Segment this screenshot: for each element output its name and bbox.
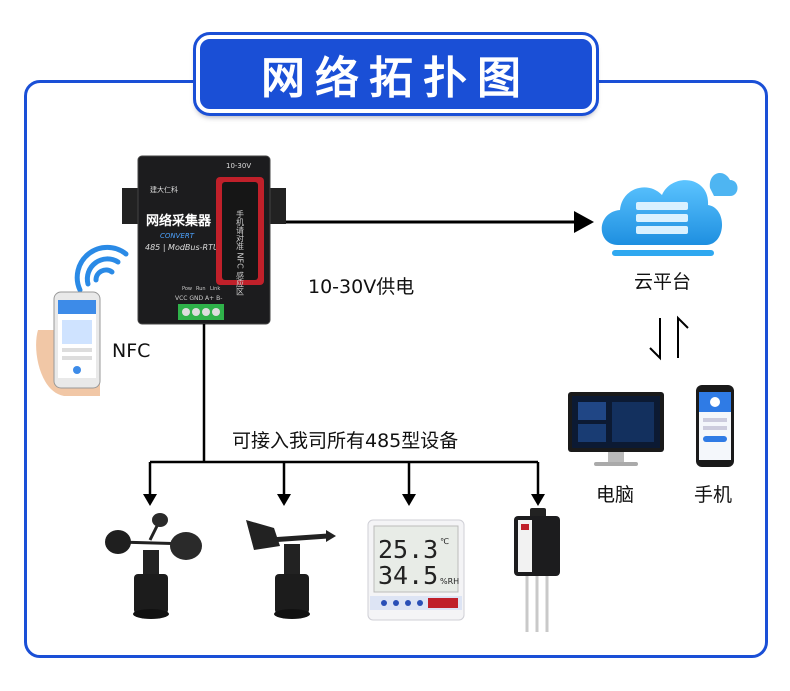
- phone-icon: [696, 385, 734, 467]
- power-label: 10-30V供电: [308, 276, 415, 298]
- bus-label: 可接入我司所有485型设备: [232, 430, 459, 452]
- mount-ear-right: [270, 188, 286, 224]
- phone-label: 手机: [694, 484, 733, 506]
- anemometer-icon: [105, 513, 202, 619]
- bus-arrow-1: [143, 494, 157, 506]
- soil-sensor-icon: [514, 508, 560, 632]
- gateway-terminal-labels: VCC GND A+ B-: [175, 295, 222, 302]
- bus-arrow-4: [531, 494, 545, 506]
- gateway-device: 建大仁科 10-30V 网络采集器 CONVERT 485 | ModBus-R…: [122, 155, 286, 325]
- gateway-sub1: CONVERT: [160, 232, 195, 240]
- cloud-label: 云平台: [634, 271, 692, 293]
- gateway-sub2: 485 | ModBus-RTU: [145, 243, 219, 252]
- gateway-power-mark: 10-30V: [226, 162, 251, 170]
- terminal-block: [178, 304, 224, 320]
- up-arrow: [677, 315, 689, 358]
- nfc-label: NFC: [112, 340, 151, 362]
- gateway-led-link: Link: [210, 286, 220, 292]
- gateway-brand: 建大仁科: [150, 185, 178, 194]
- power-arrow-head: [574, 211, 594, 233]
- humidity-unit: %RH: [440, 577, 459, 586]
- nfc-zone-inner: [222, 182, 258, 280]
- bus-arrow-2: [277, 494, 291, 506]
- cloud-icon: [601, 173, 738, 256]
- hand-phone-icon: [36, 291, 101, 396]
- gateway-led-run: Run: [196, 286, 206, 292]
- nfc-waves-icon: [74, 244, 129, 293]
- gateway-name: 网络采集器: [146, 213, 212, 229]
- gateway-led-pow: Pow: [182, 286, 192, 292]
- bus-arrow-3: [402, 494, 416, 506]
- wind-vane-icon: [246, 520, 336, 619]
- humidity-reading: 34.5: [378, 561, 438, 590]
- nfc-zone-label: 手机请对准 NFC 感应区: [236, 209, 245, 295]
- pc-label: 电脑: [596, 484, 635, 506]
- down-arrow: [649, 318, 661, 361]
- mount-ear-left: [122, 188, 138, 224]
- monitor-icon: [568, 392, 664, 466]
- title-banner: 网络拓扑图: [193, 32, 599, 116]
- thermo-hygrometer: 25.3 ℃ 34.5 %RH: [367, 519, 465, 621]
- temp-reading: 25.3: [378, 535, 438, 564]
- page-title: 网络拓扑图: [261, 53, 531, 104]
- temp-unit: ℃: [440, 537, 449, 546]
